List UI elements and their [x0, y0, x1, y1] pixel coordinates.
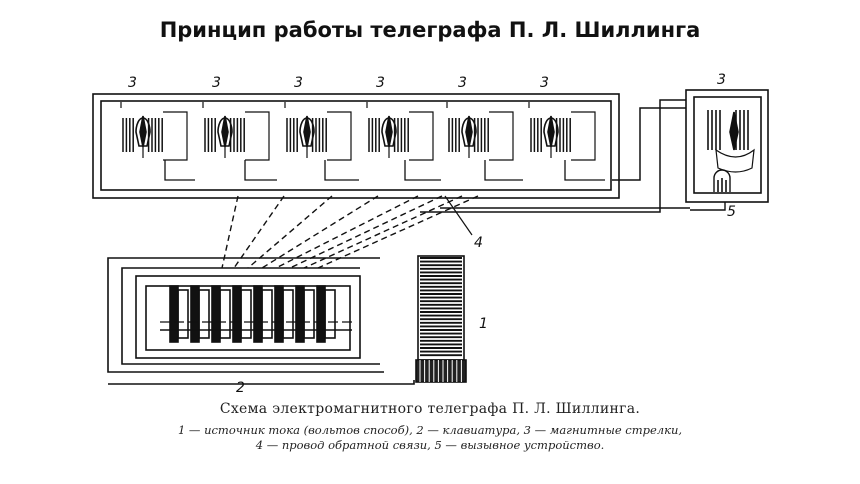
call-bell-icon [713, 169, 731, 192]
unit-lead [404, 160, 441, 181]
keyboard-wire [221, 195, 239, 269]
unit-connector [489, 111, 514, 161]
key-slot [219, 289, 231, 339]
unit-connector [571, 111, 596, 161]
page-title: Принцип работы телеграфа П. Л. Шиллинга [159, 18, 701, 42]
key [211, 285, 221, 343]
keyboard-box [135, 275, 361, 359]
call-frame-outer [685, 89, 769, 203]
keyboard-return-wire [108, 380, 415, 385]
call-wire-link [690, 202, 726, 211]
key-slot [240, 289, 252, 339]
key [316, 285, 326, 343]
magnetic-needle-icon [547, 115, 555, 148]
needle-label: 3 [376, 75, 385, 91]
key-slot [303, 289, 315, 339]
current-source-label: 1 [479, 316, 488, 332]
needle-label: 3 [212, 75, 221, 91]
dial [543, 117, 559, 147]
unit-connector [245, 111, 270, 161]
key-slot [177, 289, 189, 339]
needle-unit [284, 102, 352, 161]
unit-lead [244, 160, 277, 181]
needle-label: 3 [294, 75, 303, 91]
needle-label: 3 [458, 75, 467, 91]
keyboard-wire [261, 195, 379, 269]
needle-label: 3 [128, 75, 137, 91]
dial [381, 117, 397, 147]
unit-connector [163, 111, 188, 161]
call-needle-icon [729, 111, 739, 151]
needle-unit [446, 102, 514, 161]
needle-label: 3 [540, 75, 549, 91]
battery-base [415, 359, 467, 383]
keyboard-wire [275, 195, 419, 269]
keyboard-frame-inner [121, 267, 380, 365]
keyboard-wire [233, 195, 285, 269]
unit-lead [484, 160, 523, 181]
needle-unit [366, 102, 434, 161]
unit-connector [409, 111, 434, 161]
feedback-wire [420, 99, 686, 213]
caption-title: Схема электромагнитного телеграфа П. Л. … [219, 401, 641, 417]
keyboard-wire [247, 195, 333, 269]
caption-legend-line-1: 1 — источник тока (вольтов способ), 2 — … [177, 423, 683, 437]
dial [299, 117, 315, 147]
needle-frame-outer [92, 93, 620, 199]
unit-connector [327, 111, 352, 161]
key [253, 285, 263, 343]
unit-lead [324, 160, 359, 181]
unit-lead [564, 160, 605, 181]
dial [135, 117, 151, 147]
magnetic-needle-icon [303, 115, 311, 148]
key [274, 285, 284, 343]
signal-wire [612, 107, 686, 181]
key [190, 285, 200, 343]
feedback-wire-label: 4 [474, 235, 483, 251]
caption-legend-line-2: 4 — провод обратной связи, 5 — вызывное … [255, 438, 605, 452]
magnetic-needle-icon [139, 115, 147, 148]
key [232, 285, 242, 343]
needle-unit [528, 102, 596, 161]
call-drum [715, 148, 755, 173]
feedback-wire-pointer [444, 195, 473, 236]
keyboard-inner-box [145, 285, 351, 351]
key-slot [282, 289, 294, 339]
needle-unit [120, 102, 188, 161]
key [169, 285, 179, 343]
unit-lead [164, 160, 195, 181]
keyboard-wire [303, 195, 463, 269]
key-slot [198, 289, 210, 339]
keyboard-label: 2 [236, 380, 245, 396]
dial [461, 117, 477, 147]
magnetic-needle-icon [465, 115, 473, 148]
magnetic-needle-icon [221, 115, 229, 148]
magnetic-needle-icon [385, 115, 393, 148]
call-device-label: 5 [727, 204, 736, 220]
keyboard-wire [289, 195, 443, 269]
dial [217, 117, 233, 147]
call-needle-label: 3 [717, 72, 726, 88]
key-slot [261, 289, 273, 339]
needle-unit [202, 102, 270, 161]
needle-frame-inner [100, 100, 612, 191]
key [295, 285, 305, 343]
keyboard-frame-outer [107, 257, 384, 373]
call-frame-inner [693, 96, 762, 194]
key-slot [324, 289, 336, 339]
